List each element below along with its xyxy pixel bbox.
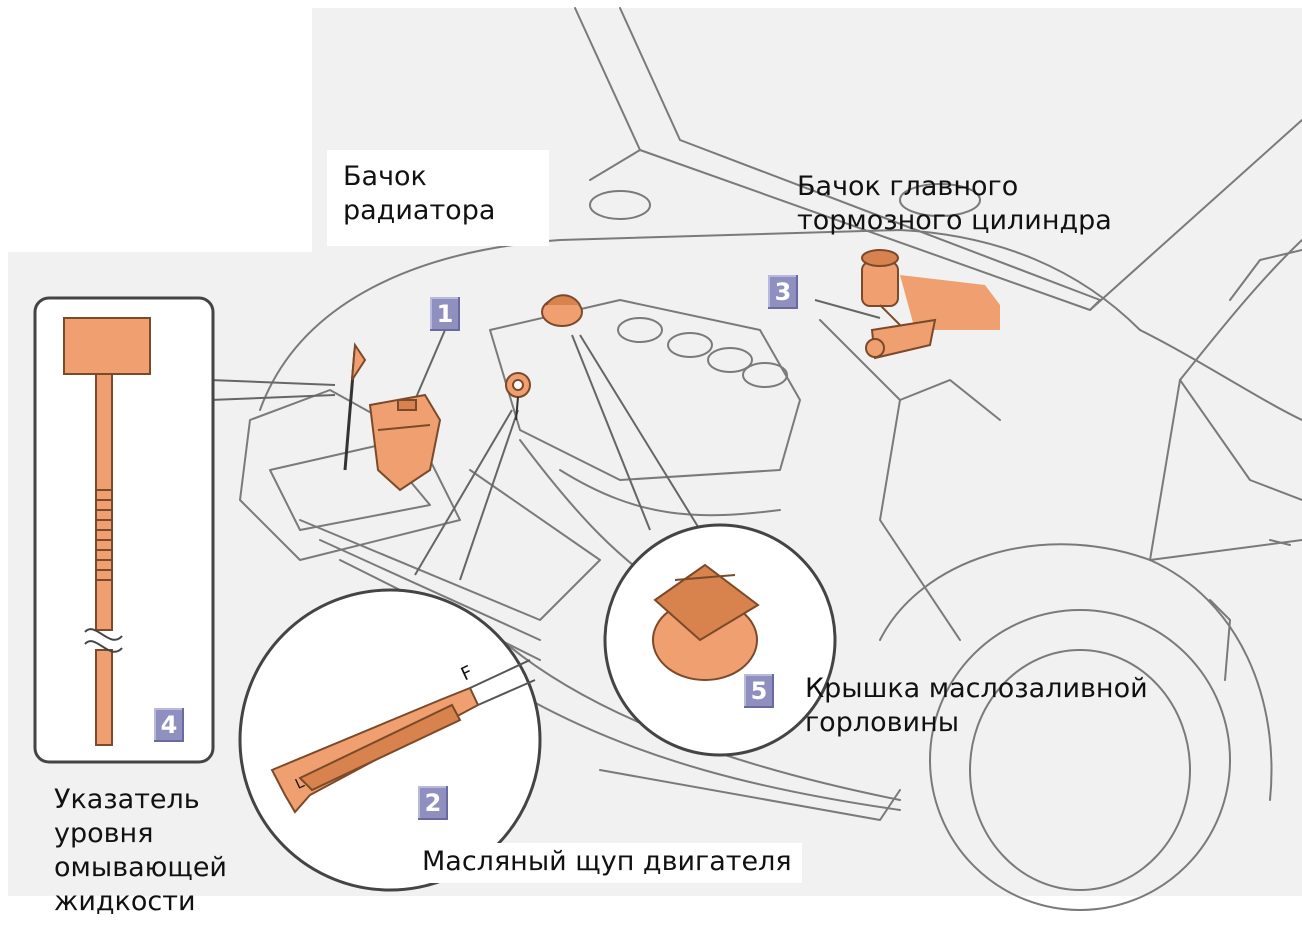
top-left-mask bbox=[0, 8, 312, 252]
badge-1: 1 bbox=[430, 297, 460, 331]
label-brake-master-cylinder: Бачок главного тормозного цилиндра bbox=[797, 170, 1112, 238]
badge-5: 5 bbox=[744, 674, 774, 708]
label-engine-dipstick: Масляный щуп двигателя bbox=[412, 843, 802, 883]
badge-3: 3 bbox=[768, 275, 798, 309]
label-oil-filler-cap: Крышка маслозаливной горловины bbox=[805, 672, 1148, 740]
badge-4: 4 bbox=[154, 708, 184, 742]
label-radiator-tank: Бачок радиатора bbox=[327, 150, 549, 246]
label-washer-level-gauge: Указатель уровня омывающей жидкости bbox=[54, 783, 227, 919]
badge-2: 2 bbox=[418, 786, 448, 820]
